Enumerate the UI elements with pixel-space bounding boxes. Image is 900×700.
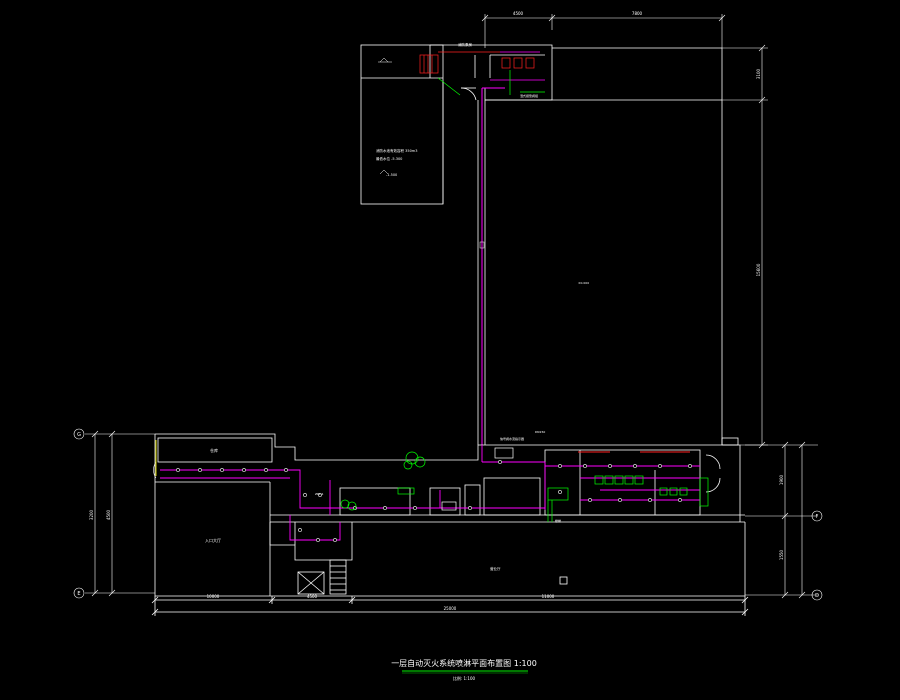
- valve-note-label: 信号阀水流指示器: [500, 436, 524, 441]
- axis-f-label: F: [816, 514, 819, 520]
- axis-g-bubble: [73, 428, 85, 440]
- pump-room-walls: [429, 44, 553, 101]
- ground-floor-walls: [151, 433, 749, 616]
- axis-f-bubble: [811, 510, 823, 522]
- riser-box: [494, 447, 514, 459]
- dim-bot-total: 25000: [444, 606, 457, 611]
- dim-top-a: 4500: [513, 11, 524, 16]
- dim-left-a: 3200: [89, 509, 94, 520]
- dim-left-b: 4500: [106, 509, 111, 520]
- room-left-label: 入口大厅: [205, 537, 221, 543]
- level-symbol-icon: [378, 57, 392, 175]
- tank-level: -1.500: [386, 173, 397, 177]
- pump-equipment: [419, 51, 545, 96]
- valve-box: [441, 501, 457, 511]
- tank-note-2: 最低水位 -5.300: [376, 156, 402, 161]
- right-dimension-line: [722, 44, 768, 449]
- pipe-size-label: DN150: [535, 430, 545, 434]
- dim-right2-b: 1550: [779, 549, 784, 560]
- tank-note-1: 消防水池有效容积 350m3: [376, 148, 417, 153]
- sprinkler-heads: [176, 460, 692, 542]
- axis-e-label: E: [77, 591, 80, 597]
- top-dimension-line: [481, 14, 726, 48]
- sprinkler-pipes: [160, 445, 700, 541]
- dim-bot-a: 10000: [207, 594, 220, 599]
- right-wing-walls: [477, 47, 723, 445]
- left-axis-lines: [85, 430, 155, 597]
- dim-bot-b: 4500: [307, 594, 318, 599]
- drawing-scale: 比例: 1:100: [453, 675, 476, 681]
- riser-label: ZPL-1: [315, 492, 324, 496]
- small-marker: ±0.000: [578, 281, 589, 285]
- dim-bot-c: 11000: [542, 594, 555, 599]
- room-hall-label: 营业厅: [490, 566, 501, 571]
- dim-right-b: 15600: [756, 263, 761, 276]
- door-swing-left: [153, 461, 157, 479]
- alarm-valve-label: 湿式报警阀组: [520, 93, 538, 98]
- axis-e-bubble: [73, 587, 85, 599]
- furniture-green: [340, 451, 709, 522]
- water-tank-block: [360, 44, 444, 205]
- stair-label: 楼梯: [555, 518, 561, 523]
- axis-d-bubble: [811, 589, 823, 601]
- axis-g-label: G: [77, 432, 81, 438]
- pump-room-label: 消防泵房: [458, 42, 472, 47]
- dim-right-a: 3100: [756, 68, 761, 79]
- main-vertical-pipe: [481, 87, 505, 445]
- room-storage-label: 仓库: [210, 447, 218, 453]
- drawing-title: 一层自动灭火系统喷淋平面布置图 1:100: [391, 658, 537, 668]
- dim-top-b: 7800: [632, 11, 643, 16]
- axis-d-label: D: [815, 593, 819, 599]
- pipe-tick-1: [479, 241, 485, 249]
- right-axis-lines: [745, 441, 818, 599]
- dim-right2-a: 1900: [779, 474, 784, 485]
